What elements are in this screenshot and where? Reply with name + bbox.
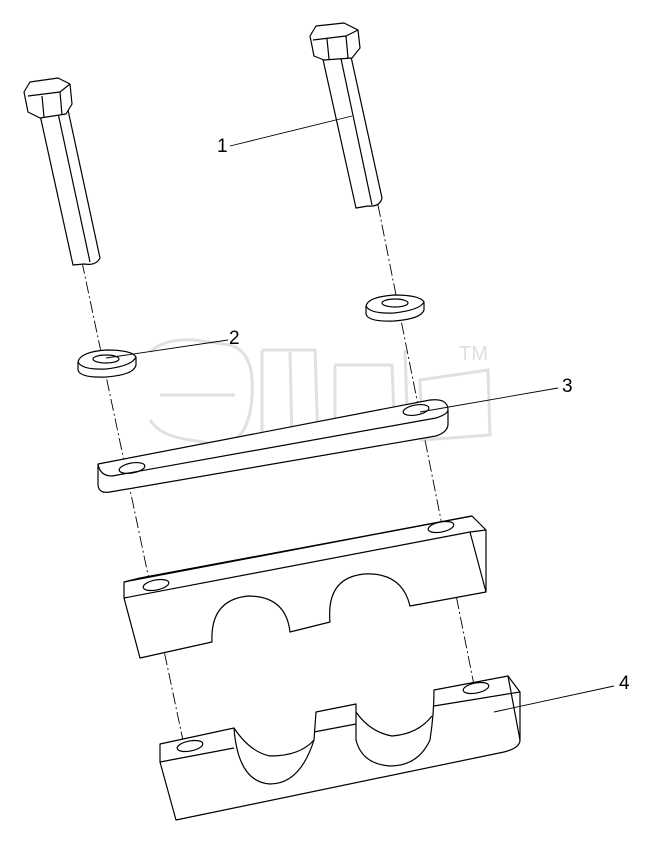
watermark-trademark: TM bbox=[459, 343, 488, 365]
washer-left bbox=[77, 349, 137, 378]
leader-3 bbox=[419, 387, 559, 413]
callout-4: 4 bbox=[619, 673, 630, 694]
right-bolt-axis bbox=[377, 204, 476, 691]
callout-2: 2 bbox=[229, 328, 240, 349]
left-bolt-axis bbox=[81, 261, 186, 751]
clamp-lower-half bbox=[159, 675, 521, 821]
leader-2 bbox=[105, 339, 229, 359]
leader-4 bbox=[493, 685, 615, 713]
centerlines bbox=[81, 204, 476, 751]
callout-labels: 1 2 3 4 bbox=[217, 136, 630, 694]
leader-lines bbox=[105, 115, 615, 713]
callout-1: 1 bbox=[217, 136, 228, 157]
cover-plate bbox=[97, 399, 449, 493]
watermark-logo: TM bbox=[148, 338, 492, 447]
washer-right bbox=[365, 294, 425, 322]
callout-3: 3 bbox=[562, 376, 573, 397]
leader-1 bbox=[229, 115, 353, 147]
bolt-left bbox=[23, 77, 101, 266]
bolt-right bbox=[309, 22, 383, 209]
clamp-upper-half bbox=[123, 515, 487, 659]
